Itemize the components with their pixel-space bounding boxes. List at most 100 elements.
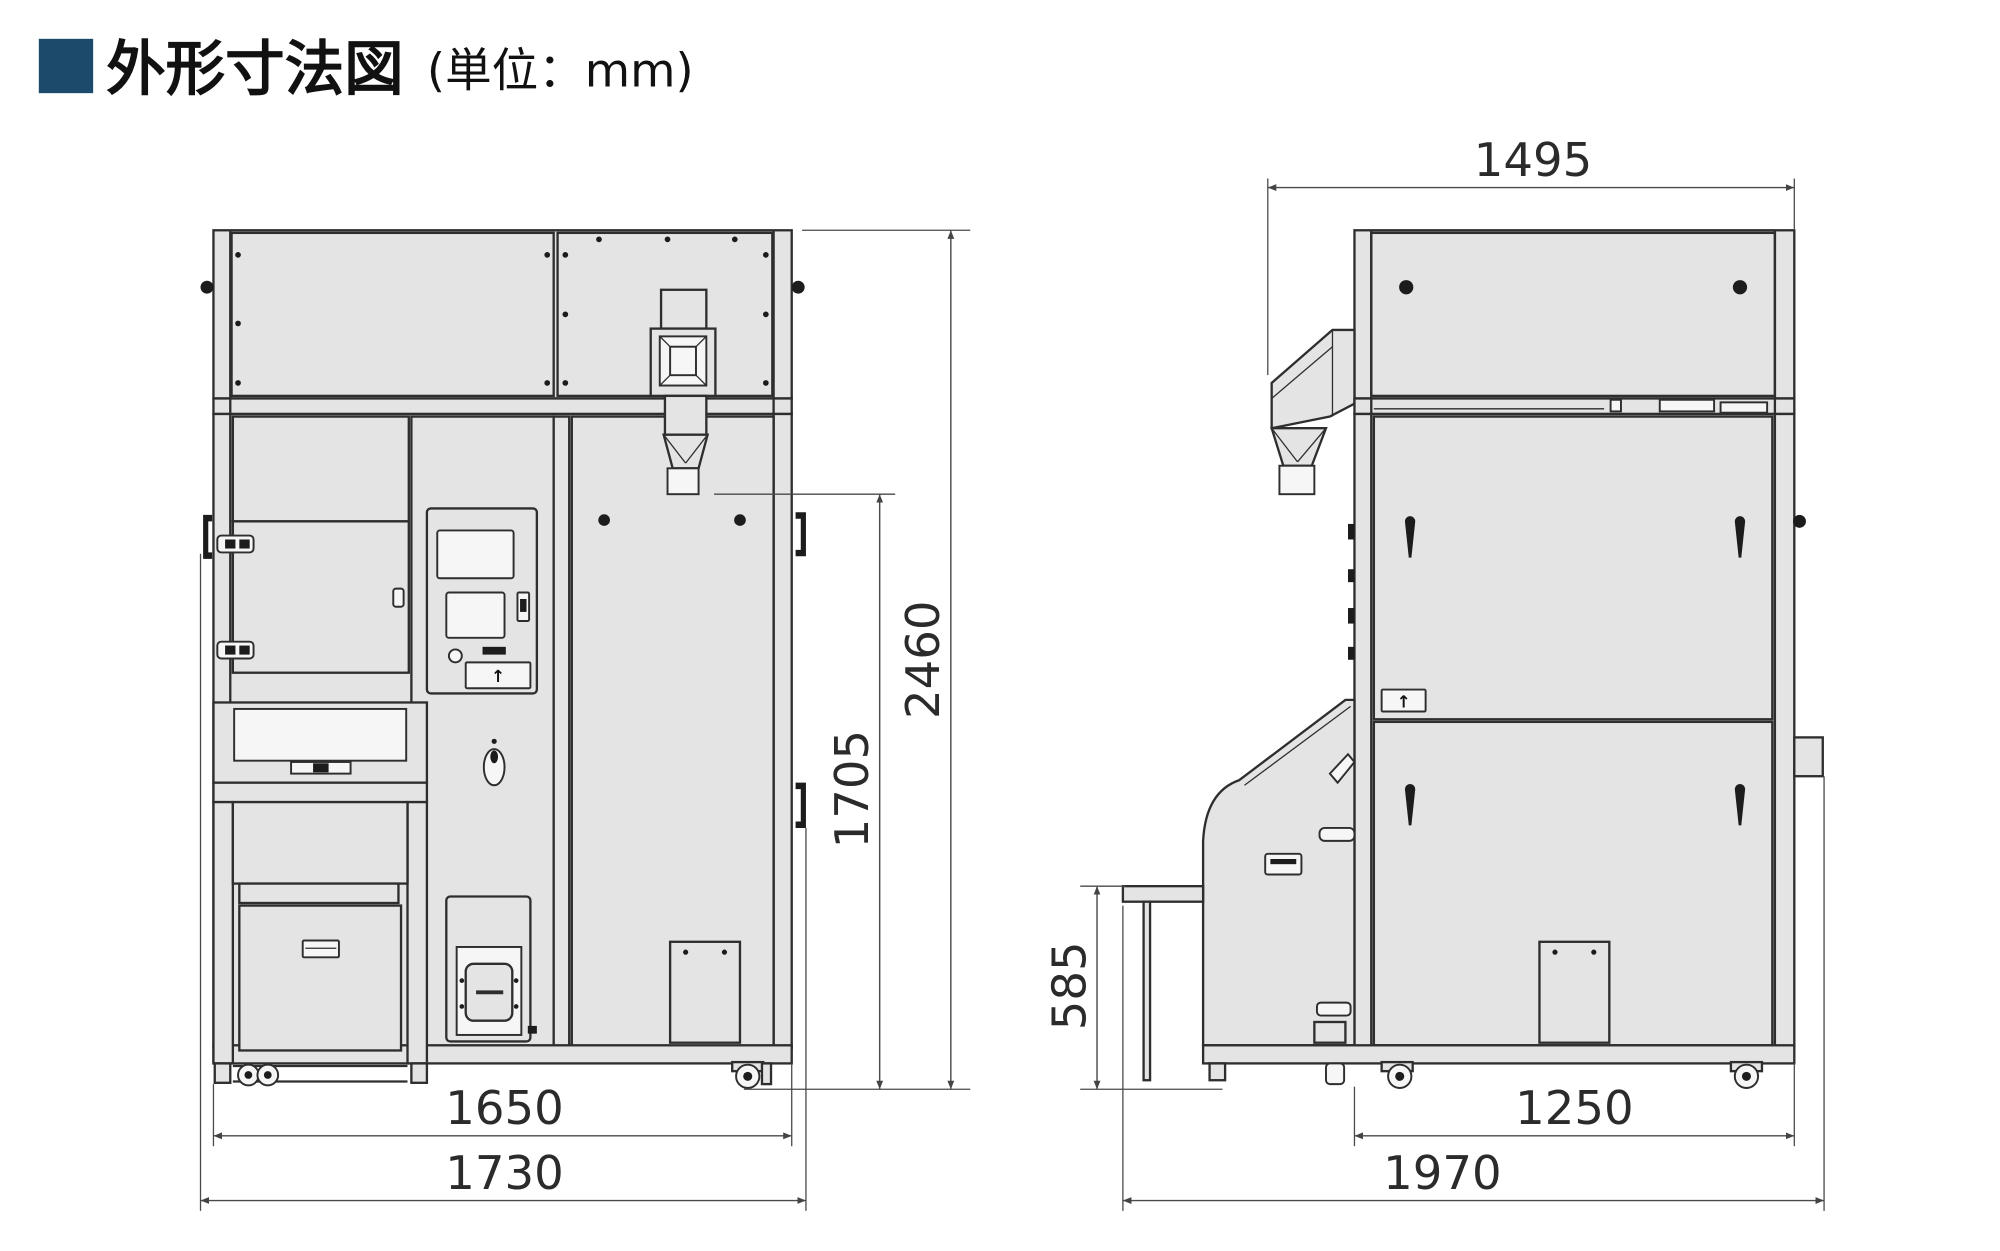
leveling-foot [1325, 1062, 1346, 1086]
front-hopper-spout [649, 288, 717, 496]
hinge [1347, 523, 1355, 540]
lower-door-bolt [513, 1004, 519, 1009]
front-side-knob-right [791, 280, 805, 294]
unit-note: (単位：mm) [427, 44, 694, 98]
panel-fastener [1732, 280, 1748, 295]
rivet [731, 236, 738, 243]
panel-lock-icon [1404, 516, 1416, 558]
spout-window-line [695, 374, 707, 386]
bin-unit-leg-right [410, 1062, 429, 1084]
spout-neck [663, 394, 708, 436]
front-view-dimensions: 1650 1730 2460 1705 [199, 229, 971, 1211]
page-title: 外形寸法図 [106, 35, 403, 104]
bin-unit-rail-bar [212, 781, 429, 804]
dimension-label-height-tray: 585 [1042, 941, 1096, 1030]
side-view: ↑ [1121, 229, 1824, 1089]
hinge-pin [225, 539, 236, 549]
lower-door-bolt [459, 978, 465, 983]
front-handle-right-lower [795, 782, 806, 828]
panel-lock-icon [1734, 516, 1746, 558]
hinge [1347, 646, 1355, 660]
rivet [235, 320, 241, 327]
bagging-unit-fitting [1315, 1001, 1352, 1017]
side-bar-fitting [1658, 398, 1716, 413]
hinge [1347, 608, 1355, 624]
bagging-unit-flap [1328, 752, 1356, 785]
oval-knob [482, 738, 506, 787]
bagging-unit-fitting [1313, 1020, 1347, 1044]
side-base-bar [1201, 1044, 1796, 1065]
hinge [1347, 569, 1355, 583]
rivet [544, 252, 551, 258]
lower-door-bolt [459, 1004, 465, 1009]
bin-unit-cross-bar [238, 882, 400, 905]
side-tray-leg [1142, 900, 1152, 1082]
control-column-lower-door [445, 895, 532, 1043]
bin-unit-leg-left [213, 1062, 232, 1084]
rivet [235, 380, 241, 386]
bin-unit-top-handle-grip [313, 763, 329, 773]
rivet [235, 252, 241, 258]
side-bar-fitting [1609, 398, 1622, 413]
dimension-label-width-overall: 1730 [445, 1146, 563, 1200]
bagging-unit-edge [1244, 705, 1351, 786]
spout-funnel-line [663, 434, 687, 464]
front-view: ↑ [200, 229, 806, 1089]
control-panel: ↑ [425, 507, 539, 695]
lower-door-bolt [513, 978, 519, 983]
control-display-upper [436, 529, 515, 580]
dimension-label-depth-frame: 1250 [1515, 1081, 1633, 1135]
side-caster-front [1380, 1060, 1414, 1089]
hinge-pin [225, 645, 236, 655]
panel-fastener [1399, 280, 1414, 295]
title-marker-square [38, 38, 94, 94]
side-hopper-chute [1270, 328, 1356, 496]
panel-fastener [598, 514, 610, 526]
side-view-dimensions: 1495 585 1250 1970 [1042, 133, 1825, 1211]
rivet [763, 311, 769, 318]
front-left-upper-compartment [231, 415, 410, 523]
side-upper-panel [1372, 415, 1774, 721]
control-display-lower [445, 591, 506, 639]
rivet [721, 949, 728, 955]
dimension-label-depth-top: 1495 [1474, 133, 1593, 187]
leveling-foot [1208, 1062, 1227, 1082]
dimension-label-height-overall: 2460 [896, 601, 950, 719]
panel-lock-icon [1734, 783, 1746, 826]
rivet [763, 252, 769, 258]
rivet [562, 380, 569, 386]
side-caster-rear [1729, 1060, 1764, 1089]
side-arrow-label-box [1380, 688, 1427, 713]
side-left-hinges [1347, 523, 1355, 660]
front-top-panel-left [230, 231, 555, 398]
bin-unit-rail-left [212, 800, 235, 1065]
side-rear-knob [1793, 514, 1806, 528]
rivet [763, 380, 769, 386]
knob-top-dot [491, 738, 497, 744]
caster-hub [1741, 1071, 1751, 1081]
chute-funnel-line [1271, 427, 1299, 463]
rivet [596, 236, 602, 243]
spout-window-line [659, 374, 671, 386]
collection-bin [238, 904, 403, 1052]
control-arrow-label: ↑ [491, 666, 505, 686]
side-bagging-unit [1121, 698, 1356, 1082]
rivet [544, 380, 551, 386]
front-handle-left [203, 514, 213, 559]
trolley-wheel-hub [263, 1071, 272, 1079]
dimension-label-height-spout: 1705 [825, 730, 879, 848]
rivet [562, 311, 569, 318]
side-rear-protrusion [1793, 736, 1824, 778]
side-bar-fitting [1719, 401, 1769, 414]
rivet [562, 252, 569, 258]
hinge-pin [239, 645, 250, 655]
door-hinge-upper [216, 534, 255, 554]
knob-body [482, 748, 506, 787]
bin-unit-hopper [231, 800, 409, 885]
front-caster-right [731, 1060, 773, 1089]
chute-duct-edge [1271, 346, 1333, 399]
hinge-pin [239, 539, 250, 549]
knob-center [490, 750, 499, 764]
front-collection-bin-unit [212, 701, 429, 1087]
